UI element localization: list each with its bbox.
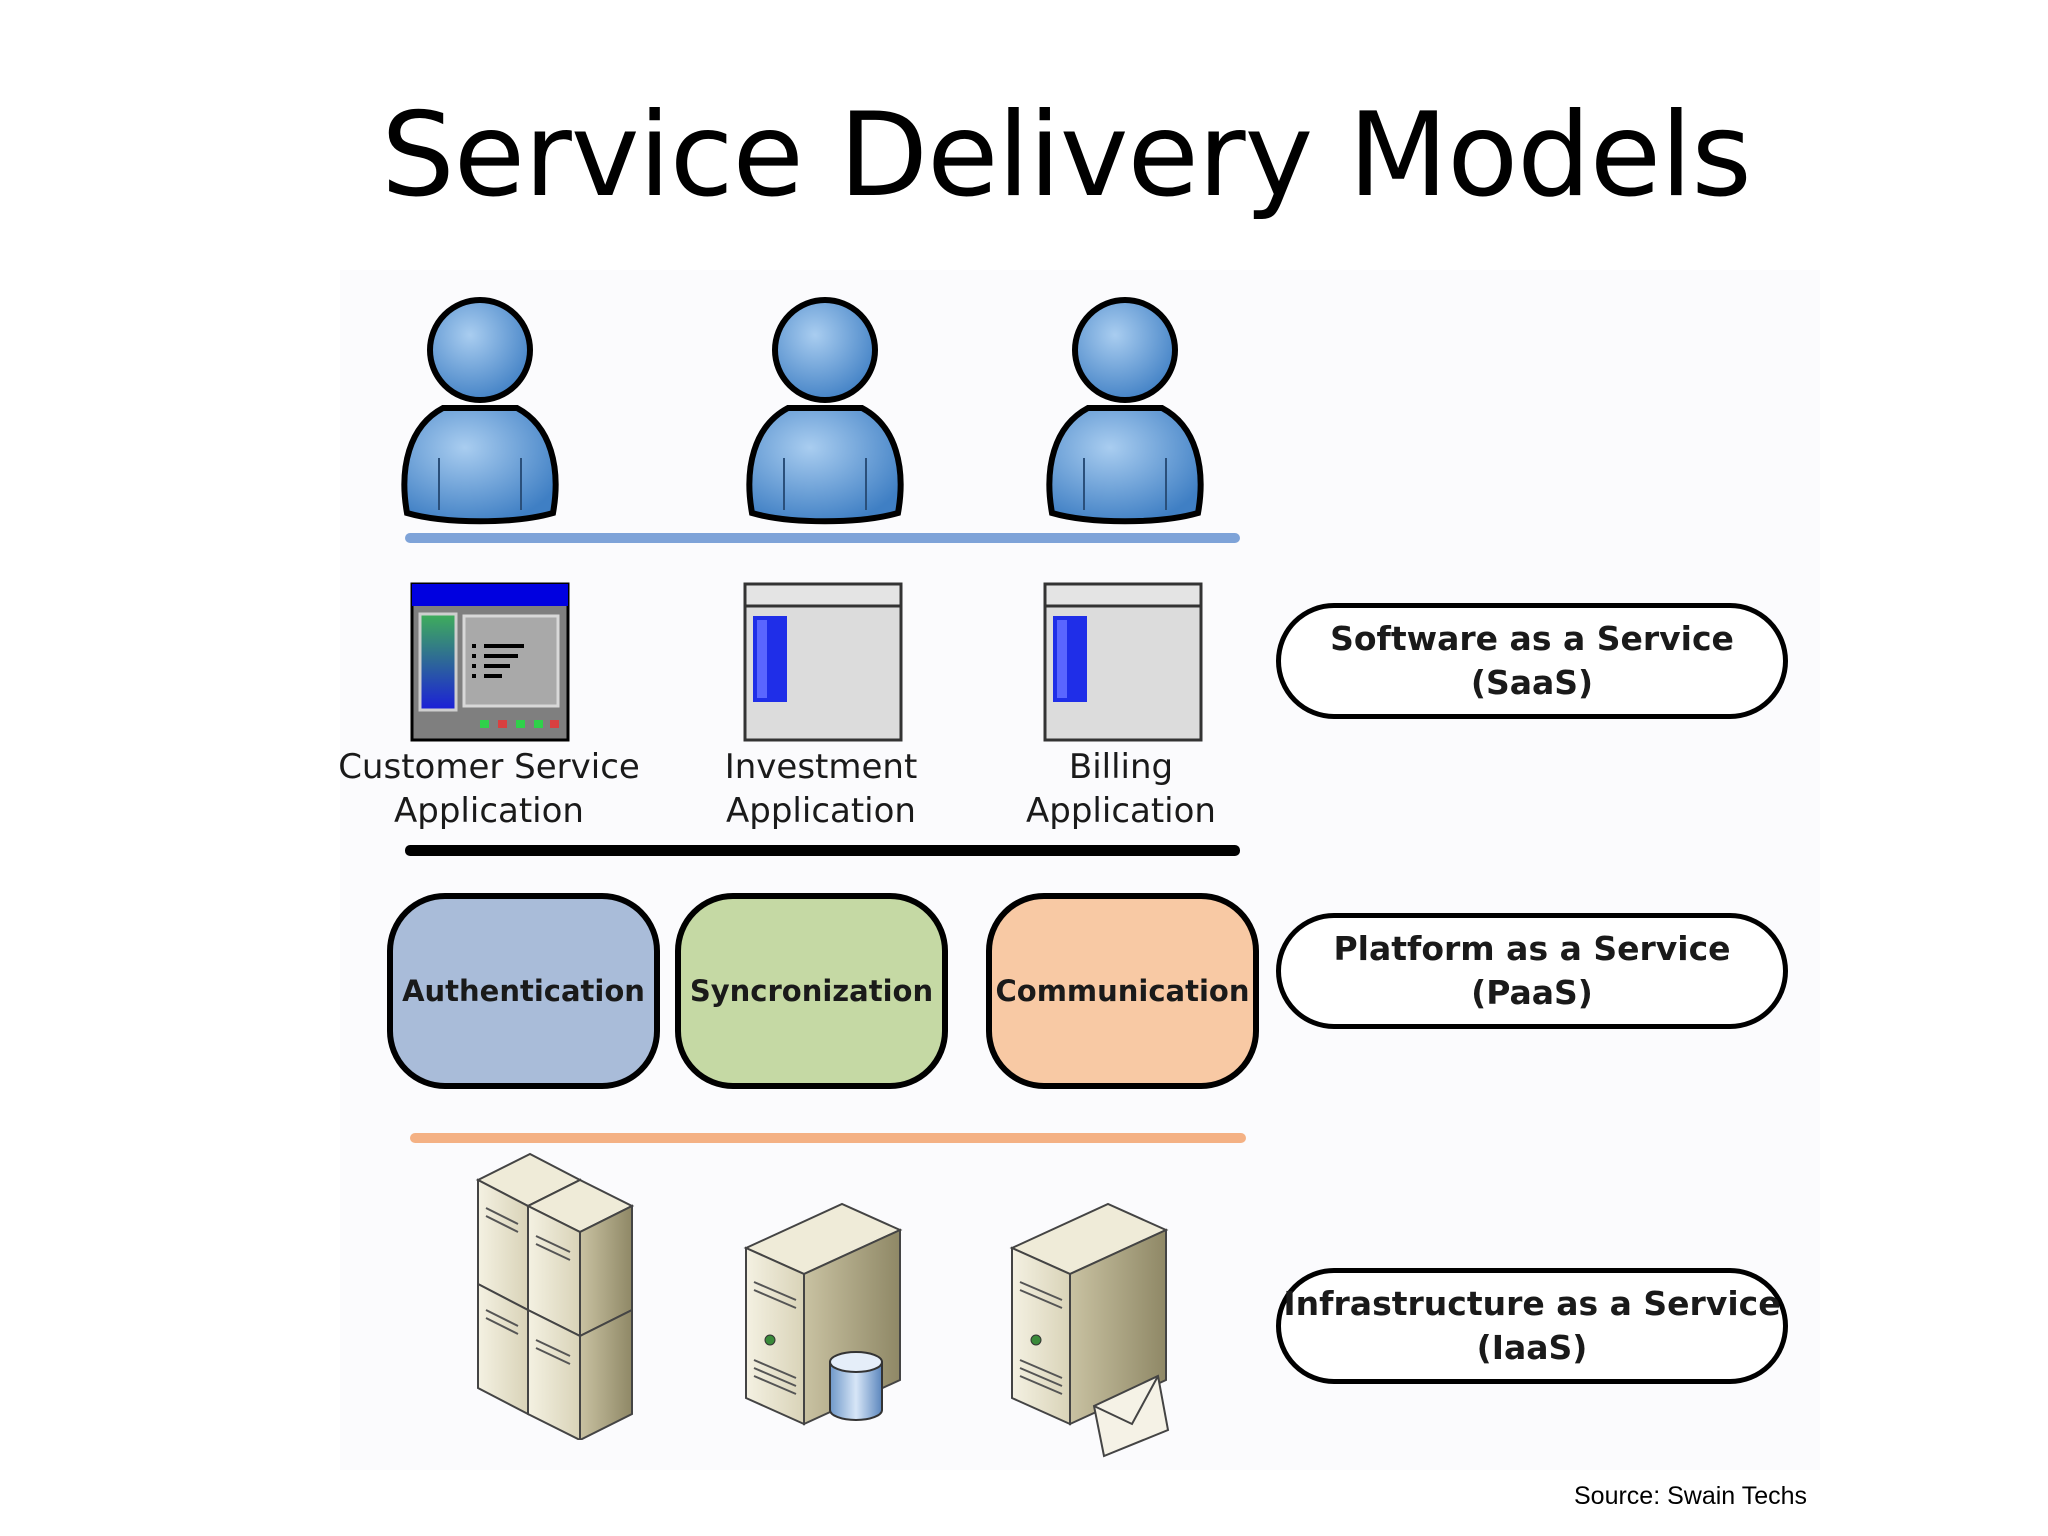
server-cluster-icon xyxy=(475,1152,635,1440)
mail-icon xyxy=(1092,1374,1170,1458)
application-label-line2: Application xyxy=(394,791,584,831)
paas-divider-line xyxy=(405,845,1240,856)
iaas-divider-line xyxy=(410,1133,1246,1143)
application-label-customer-service: Customer Service Application xyxy=(329,745,649,833)
application-label-line1: Billing xyxy=(1068,747,1174,787)
application-label-investment: Investment Application xyxy=(661,745,981,833)
application-label-line1: Customer Service xyxy=(338,747,640,787)
slide-title: Service Delivery Models xyxy=(381,88,1752,223)
paas-label: Platform as a Service (PaaS) xyxy=(1276,913,1788,1029)
mail-server-icon xyxy=(1009,1202,1170,1458)
application-label-line2: Application xyxy=(726,791,916,831)
model-label-line1: Infrastructure as a Service xyxy=(1283,1284,1781,1323)
user-icon xyxy=(401,297,559,525)
saas-divider-line xyxy=(405,533,1240,543)
application-label-line1: Investment xyxy=(724,747,918,787)
application-label-line2: Application xyxy=(1026,791,1216,831)
syncronization-box: Syncronization xyxy=(675,893,948,1089)
model-label-line1: Software as a Service xyxy=(1330,619,1734,658)
user-icon xyxy=(1046,297,1204,525)
investment-application-icon xyxy=(743,582,903,742)
customer-service-application-icon xyxy=(410,582,570,742)
iaas-label: Infrastructure as a Service (IaaS) xyxy=(1276,1268,1788,1384)
database-icon xyxy=(829,1351,883,1421)
application-label-billing: Billing Application xyxy=(961,745,1281,833)
model-label-line2: (IaaS) xyxy=(1476,1328,1588,1367)
model-label-line2: (PaaS) xyxy=(1471,973,1593,1012)
authentication-box: Authentication xyxy=(387,893,660,1089)
billing-application-icon xyxy=(1043,582,1203,742)
user-icon xyxy=(746,297,904,525)
model-label-line2: (SaaS) xyxy=(1470,663,1594,702)
model-label-line1: Platform as a Service xyxy=(1333,929,1731,968)
communication-box: Communication xyxy=(986,893,1259,1089)
saas-label: Software as a Service (SaaS) xyxy=(1276,603,1788,719)
source-note: Source: Swain Techs xyxy=(1574,1482,1807,1510)
